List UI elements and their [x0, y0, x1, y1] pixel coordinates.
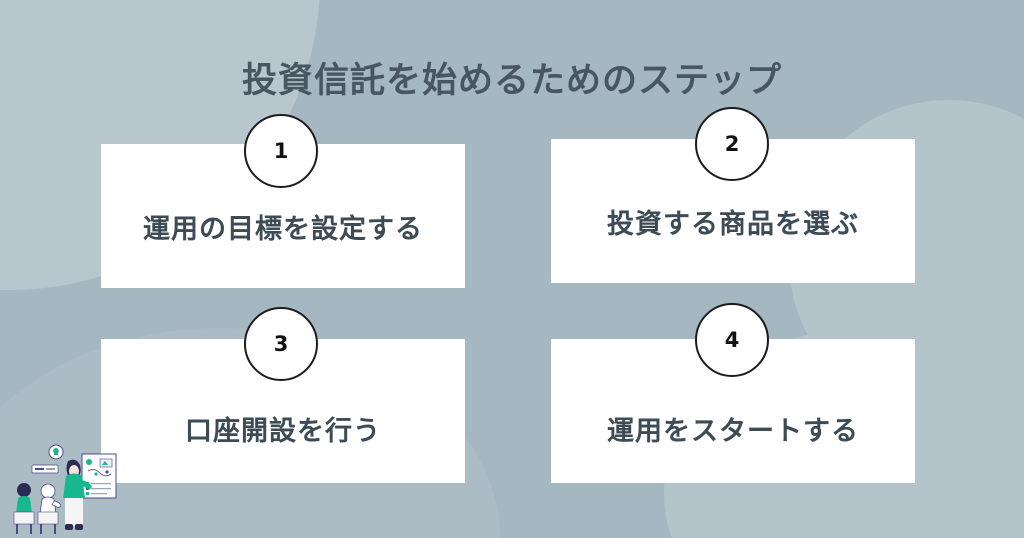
step-card-4-label: 運用をスタートする: [607, 416, 859, 447]
step-badge-1: 1: [244, 114, 318, 188]
step-card-2[interactable]: 投資する商品を選ぶ: [551, 139, 915, 283]
page-title: 投資信託を始めるためのステップ: [241, 61, 782, 101]
step-badge-4: 4: [695, 303, 769, 377]
step-card-2-label: 投資する商品を選ぶ: [607, 209, 859, 240]
step-badge-3: 3: [244, 307, 318, 381]
step-badge-2: 2: [695, 107, 769, 181]
step-card-3-label: 口座開設を行う: [185, 416, 381, 447]
presentation-people-illustration: [13, 444, 117, 534]
step-card-1-label: 運用の目標を設定する: [143, 214, 423, 245]
